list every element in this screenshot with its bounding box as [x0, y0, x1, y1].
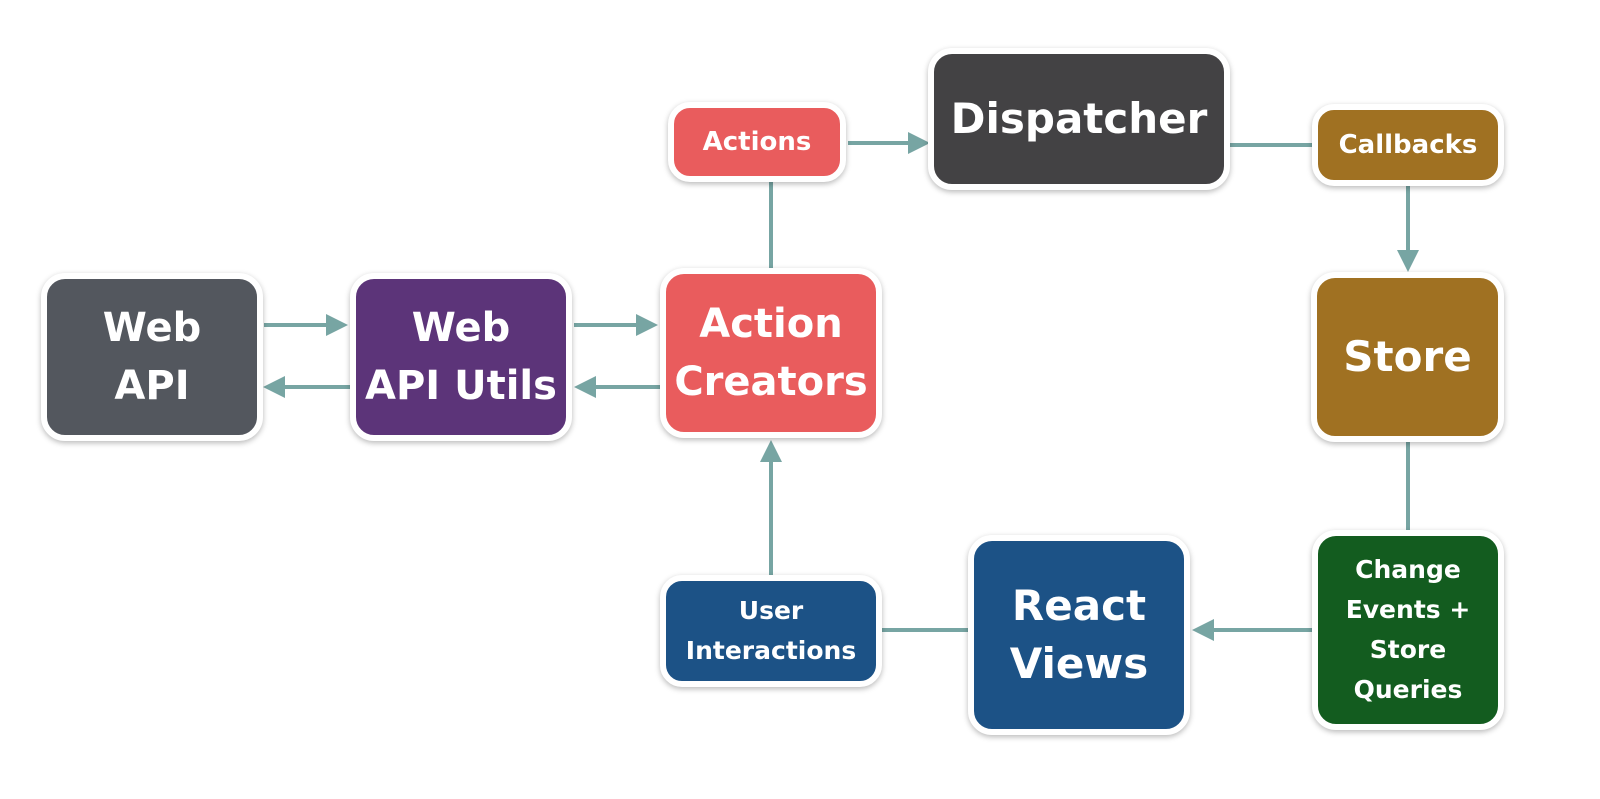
arrowhead-webapi [263, 376, 285, 398]
arrowhead-utils [326, 314, 348, 336]
dispatcher-node: Dispatcher [928, 48, 1230, 190]
actions-label: Actions [702, 127, 812, 157]
store-label: Store [1343, 332, 1472, 381]
action-creators-node: Action Creators [660, 268, 882, 438]
callbacks-node: Callbacks [1312, 104, 1504, 186]
web-api-utils-label: Web API Utils [365, 305, 557, 409]
arrowhead-dispatcher [908, 132, 930, 154]
arrowhead-creators [636, 314, 658, 336]
web-api-node: Web API [41, 273, 263, 441]
actions-node: Actions [668, 102, 846, 182]
arrowhead-store [1397, 250, 1419, 272]
react-views-node: React Views [968, 535, 1190, 735]
user-interactions-node: User Interactions [660, 575, 882, 687]
arrowhead-views [1192, 619, 1214, 641]
arrowhead-utils-left [574, 376, 596, 398]
change-events-label: Change Events + Store Queries [1345, 555, 1471, 704]
web-api-label: Web API [102, 305, 202, 409]
action-creators-label: Action Creators [674, 301, 868, 405]
change-events-node: Change Events + Store Queries [1312, 530, 1504, 730]
web-api-utils-node: Web API Utils [350, 273, 572, 441]
arrowhead-creators-up [760, 440, 782, 462]
react-views-label: React Views [1009, 581, 1149, 688]
store-node: Store [1311, 272, 1504, 442]
dispatcher-label: Dispatcher [950, 94, 1208, 143]
user-interactions-label: User Interactions [685, 596, 857, 665]
callbacks-label: Callbacks [1338, 130, 1478, 160]
